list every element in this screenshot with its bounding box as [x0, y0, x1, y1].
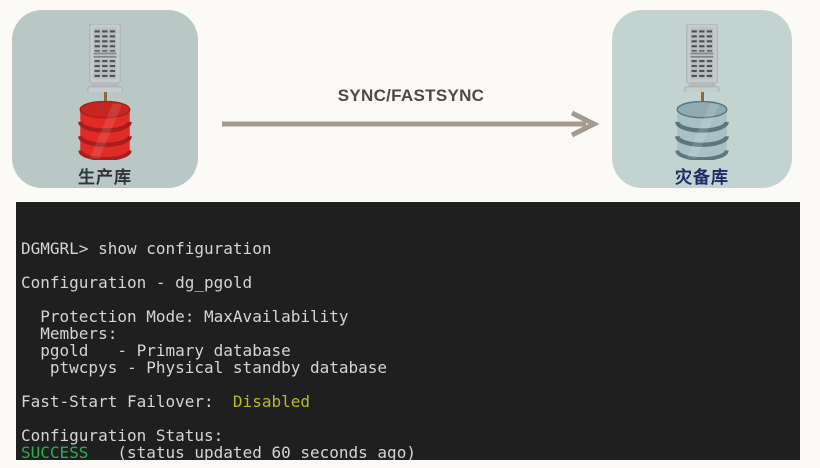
replication-arrow-group: SYNC/FASTSYNC — [222, 86, 600, 144]
node-production-db: 生产库 — [12, 10, 198, 188]
standby-db-label: 灾备库 — [675, 168, 729, 187]
dgmgrl-terminal[interactable]: DGMGRL> show configuration Configuration… — [16, 202, 800, 460]
terminal-line: Fast-Start Failover: Disabled — [21, 392, 310, 411]
terminal-line — [21, 410, 800, 427]
server-icon — [684, 24, 720, 93]
terminal-line: Configuration - dg_pgold — [21, 273, 253, 292]
terminal-line — [21, 376, 800, 393]
node-standby-db: 灾备库 — [612, 10, 792, 188]
database-icon-red — [78, 101, 132, 160]
sync-mode-label: SYNC/FASTSYNC — [337, 86, 485, 105]
right-arrow-icon — [222, 110, 600, 138]
database-icon-blue — [675, 101, 729, 160]
terminal-line: ptwcpys - Physical standby database — [21, 358, 388, 377]
server-icon — [87, 24, 123, 93]
connector-stem — [700, 92, 704, 102]
terminal-line: pgold - Primary database — [21, 341, 291, 360]
terminal-line: SUCCESS (status updated 60 seconds ago) — [21, 443, 416, 460]
terminal-line — [21, 291, 800, 308]
terminal-line: DGMGRL> show configuration — [21, 239, 272, 258]
terminal-output: DGMGRL> show configuration Configuration… — [21, 240, 800, 460]
terminal-line: Configuration Status: — [21, 426, 224, 445]
terminal-line: Members: — [21, 324, 118, 343]
production-db-label: 生产库 — [78, 168, 132, 187]
connector-stem — [103, 92, 107, 102]
terminal-line — [21, 257, 800, 274]
terminal-line: Protection Mode: MaxAvailability — [21, 307, 349, 326]
